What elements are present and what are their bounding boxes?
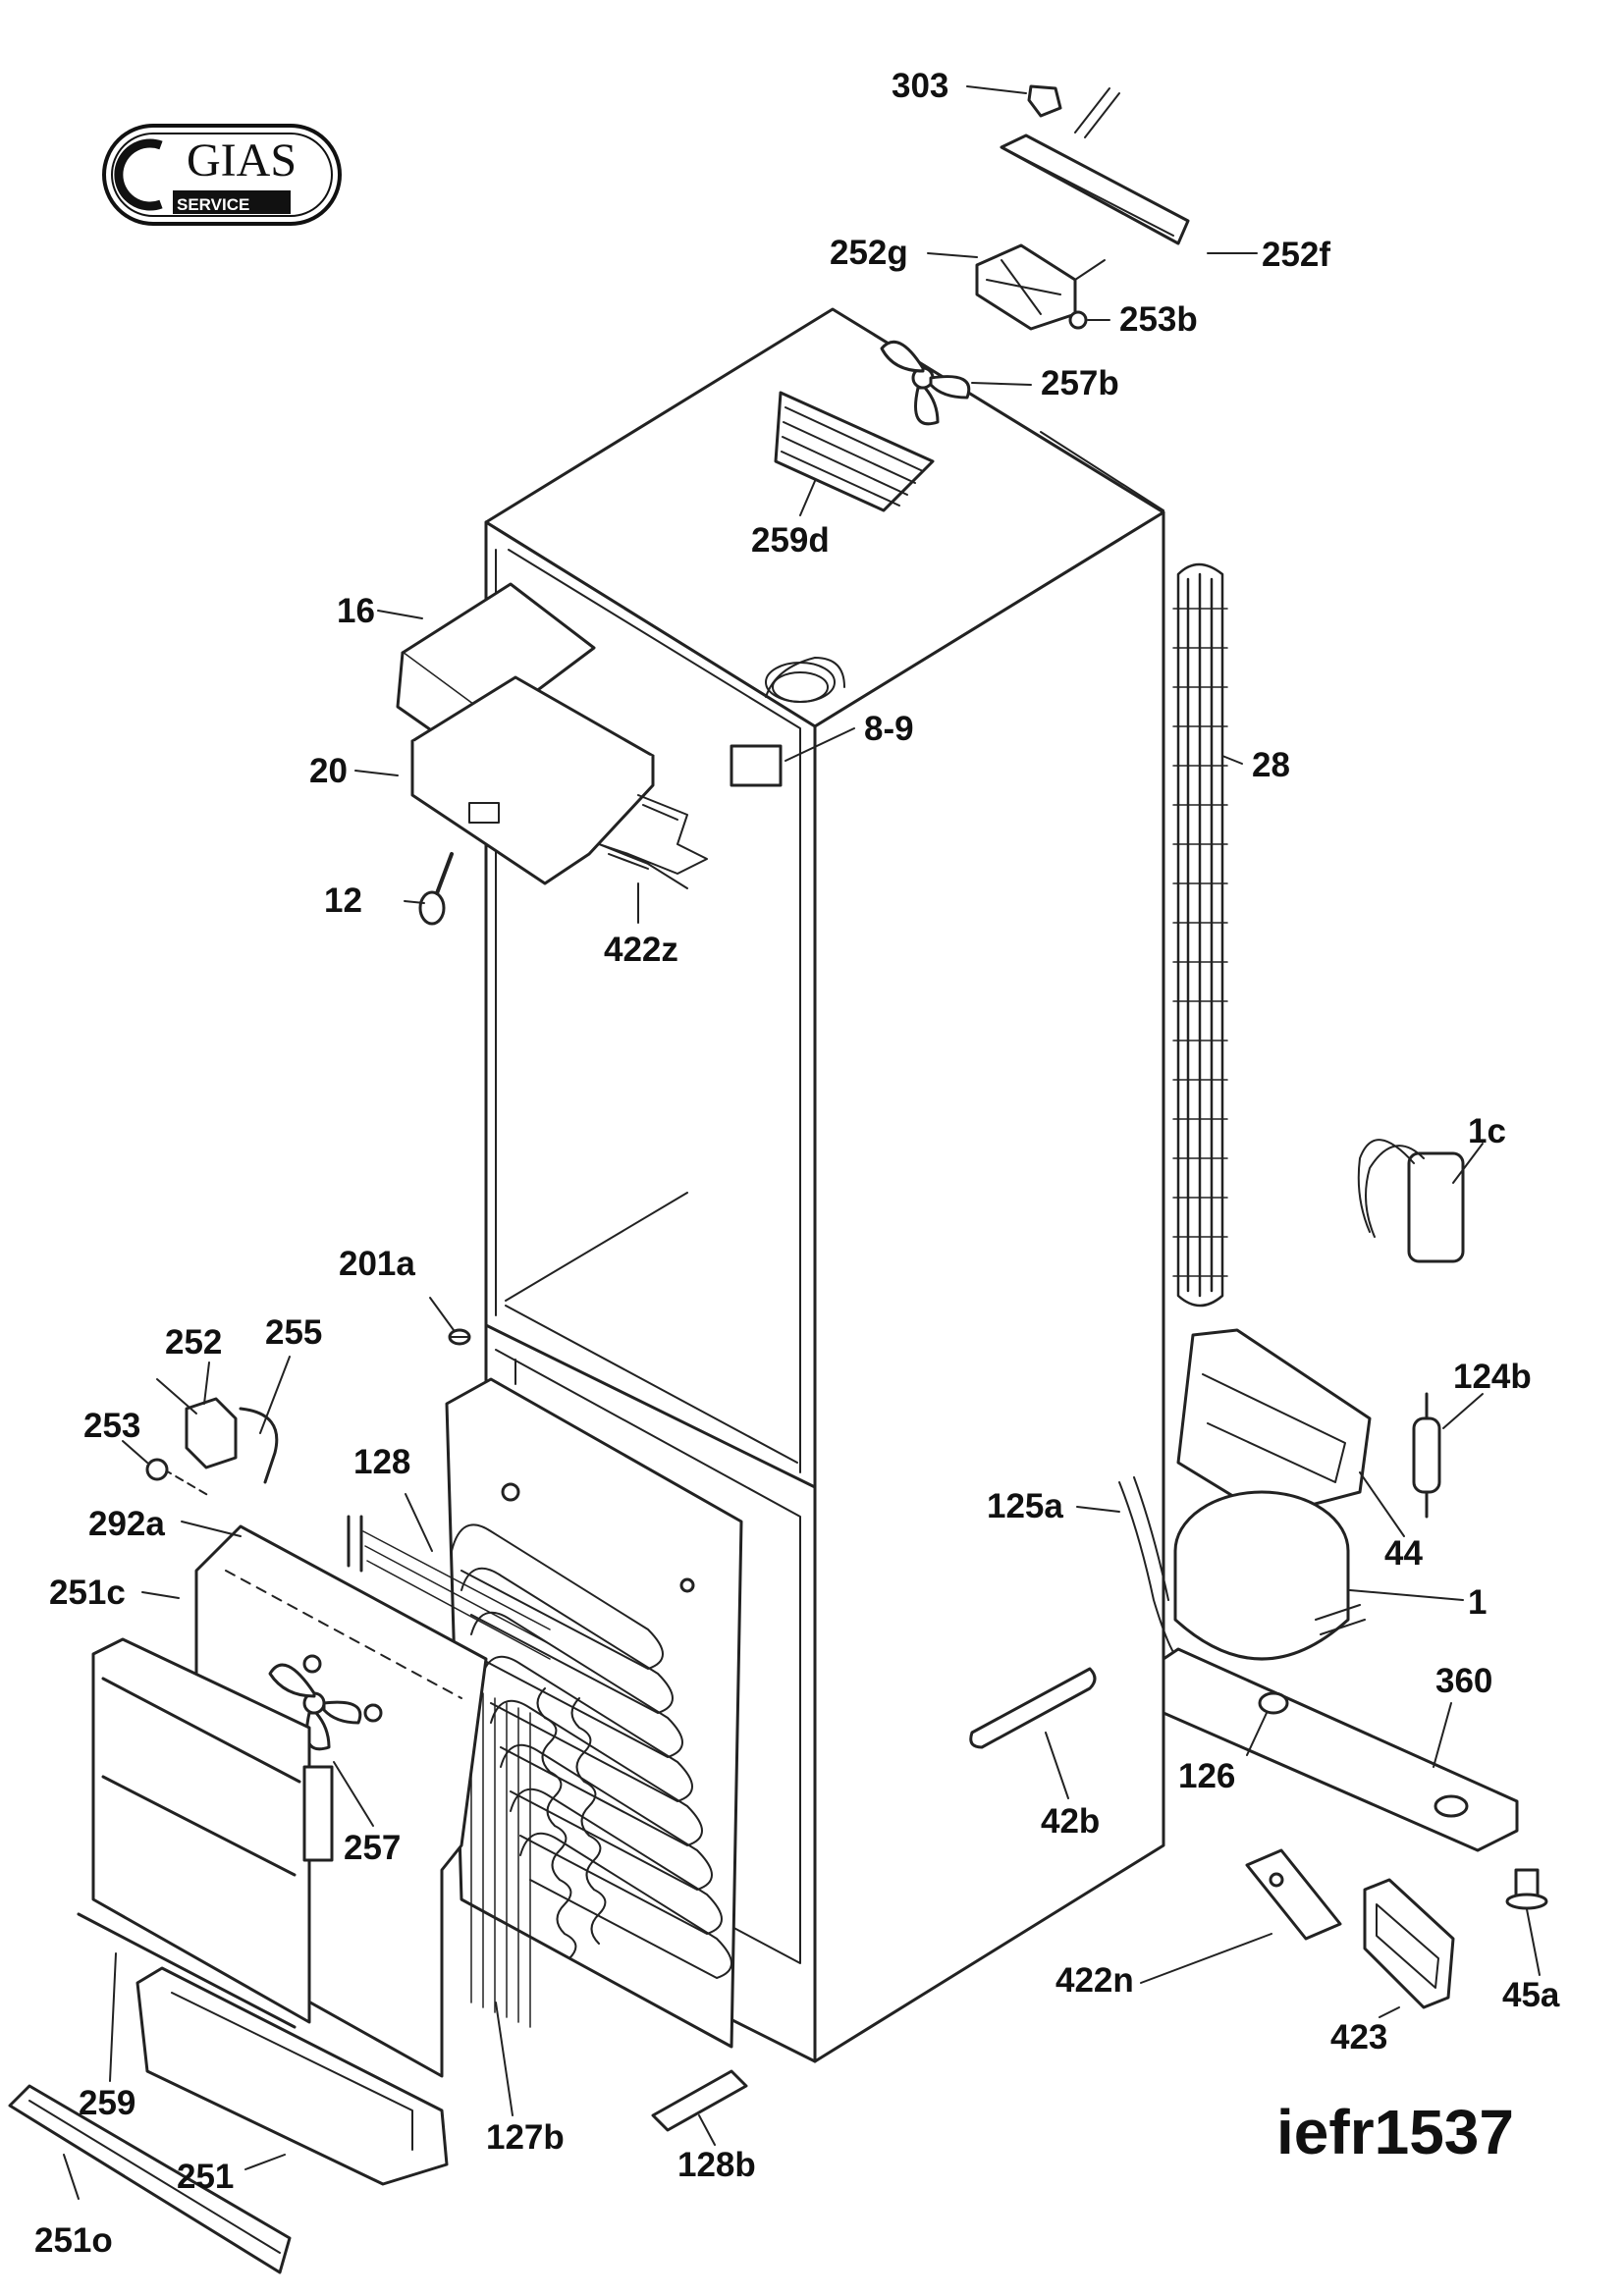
label-20: 20 [309,752,348,790]
label-8-9: 8-9 [864,710,914,748]
thermostat-8-9 [730,657,845,787]
label-422n: 422n [1055,1961,1134,2000]
rivet-201a [448,1328,471,1346]
bushing-253b [1068,310,1088,330]
label-253b: 253b [1119,300,1198,339]
label-259d: 259d [751,521,830,560]
diagram-code: iefr1537 [1276,2097,1514,2167]
logo-sub-text: SERVICE [177,195,250,214]
label-252g: 252g [830,234,908,272]
bracket-42b [969,1667,1097,1749]
label-303: 303 [892,67,949,105]
label-28: 28 [1252,746,1290,784]
control-bar-252f [1000,87,1190,245]
logo-badge-shape [102,124,342,226]
process-tube-125a [1118,1476,1179,1660]
label-251o: 251o [34,2221,113,2260]
label-12: 12 [324,881,362,920]
evaporator-fins-127b [362,1530,551,2028]
label-201a: 201a [339,1245,415,1283]
label-42b: 42b [1041,1802,1101,1841]
fan-blade-257 [268,1663,362,1751]
label-124b: 124b [1453,1358,1532,1396]
fan-blade-257b [880,340,971,426]
air-grille-259d [774,391,935,512]
drip-tray-44 [1176,1328,1372,1519]
strip-128b [651,2069,748,2132]
label-1: 1 [1468,1583,1488,1622]
label-128: 128 [353,1443,411,1481]
evaporator-panel [445,1377,743,2049]
label-257b: 257b [1041,364,1119,402]
gias-service-logo: GIAS SERVICE [102,124,342,226]
compressor-1 [1173,1490,1366,1661]
label-423: 423 [1330,2018,1388,2056]
pcb-422n [1245,1848,1342,1941]
label-360: 360 [1435,1662,1493,1700]
wiring-harness-422z [598,794,708,889]
grommet-126 [1258,1691,1289,1715]
filter-dryer-124b [1412,1392,1441,1519]
label-128b: 128b [677,2146,756,2184]
logo-brand-text: GIAS [187,134,298,187]
label-252f: 252f [1262,236,1331,274]
label-45a: 45a [1502,1976,1560,2014]
rear-wall-259 [77,1637,334,2029]
label-255: 255 [265,1313,323,1352]
frame-423 [1363,1878,1455,2009]
label-257: 257 [344,1829,402,1867]
fan-motor-252 [151,1378,279,1498]
thermostat-knob-303 [1027,84,1062,118]
foot-45a [1505,1868,1548,1910]
trim-251o [8,2084,292,2274]
label-251c: 251c [49,1574,126,1612]
leader-lines [63,85,1541,2200]
condenser-coil [1172,562,1228,1308]
label-253: 253 [83,1407,141,1445]
bushing-253 [145,1458,169,1481]
label-125a: 125a [987,1487,1063,1525]
label-1c: 1c [1468,1112,1506,1150]
base-rail-360 [1162,1647,1519,1852]
label-44: 44 [1384,1534,1423,1573]
fan-motor-252g [975,243,1106,331]
label-127b: 127b [486,2118,565,2157]
coils-128 [347,1515,607,1959]
label-422z: 422z [604,931,678,969]
label-259: 259 [79,2084,136,2122]
label-251: 251 [177,2158,235,2196]
shroud-251 [135,1966,449,2186]
control-housing-20 [410,675,655,885]
label-16: 16 [337,592,375,630]
label-292a: 292a [88,1505,165,1543]
knob-12 [418,852,454,926]
label-252: 252 [165,1323,223,1362]
capacitor-1c [1357,1139,1465,1263]
label-126: 126 [1178,1757,1236,1795]
